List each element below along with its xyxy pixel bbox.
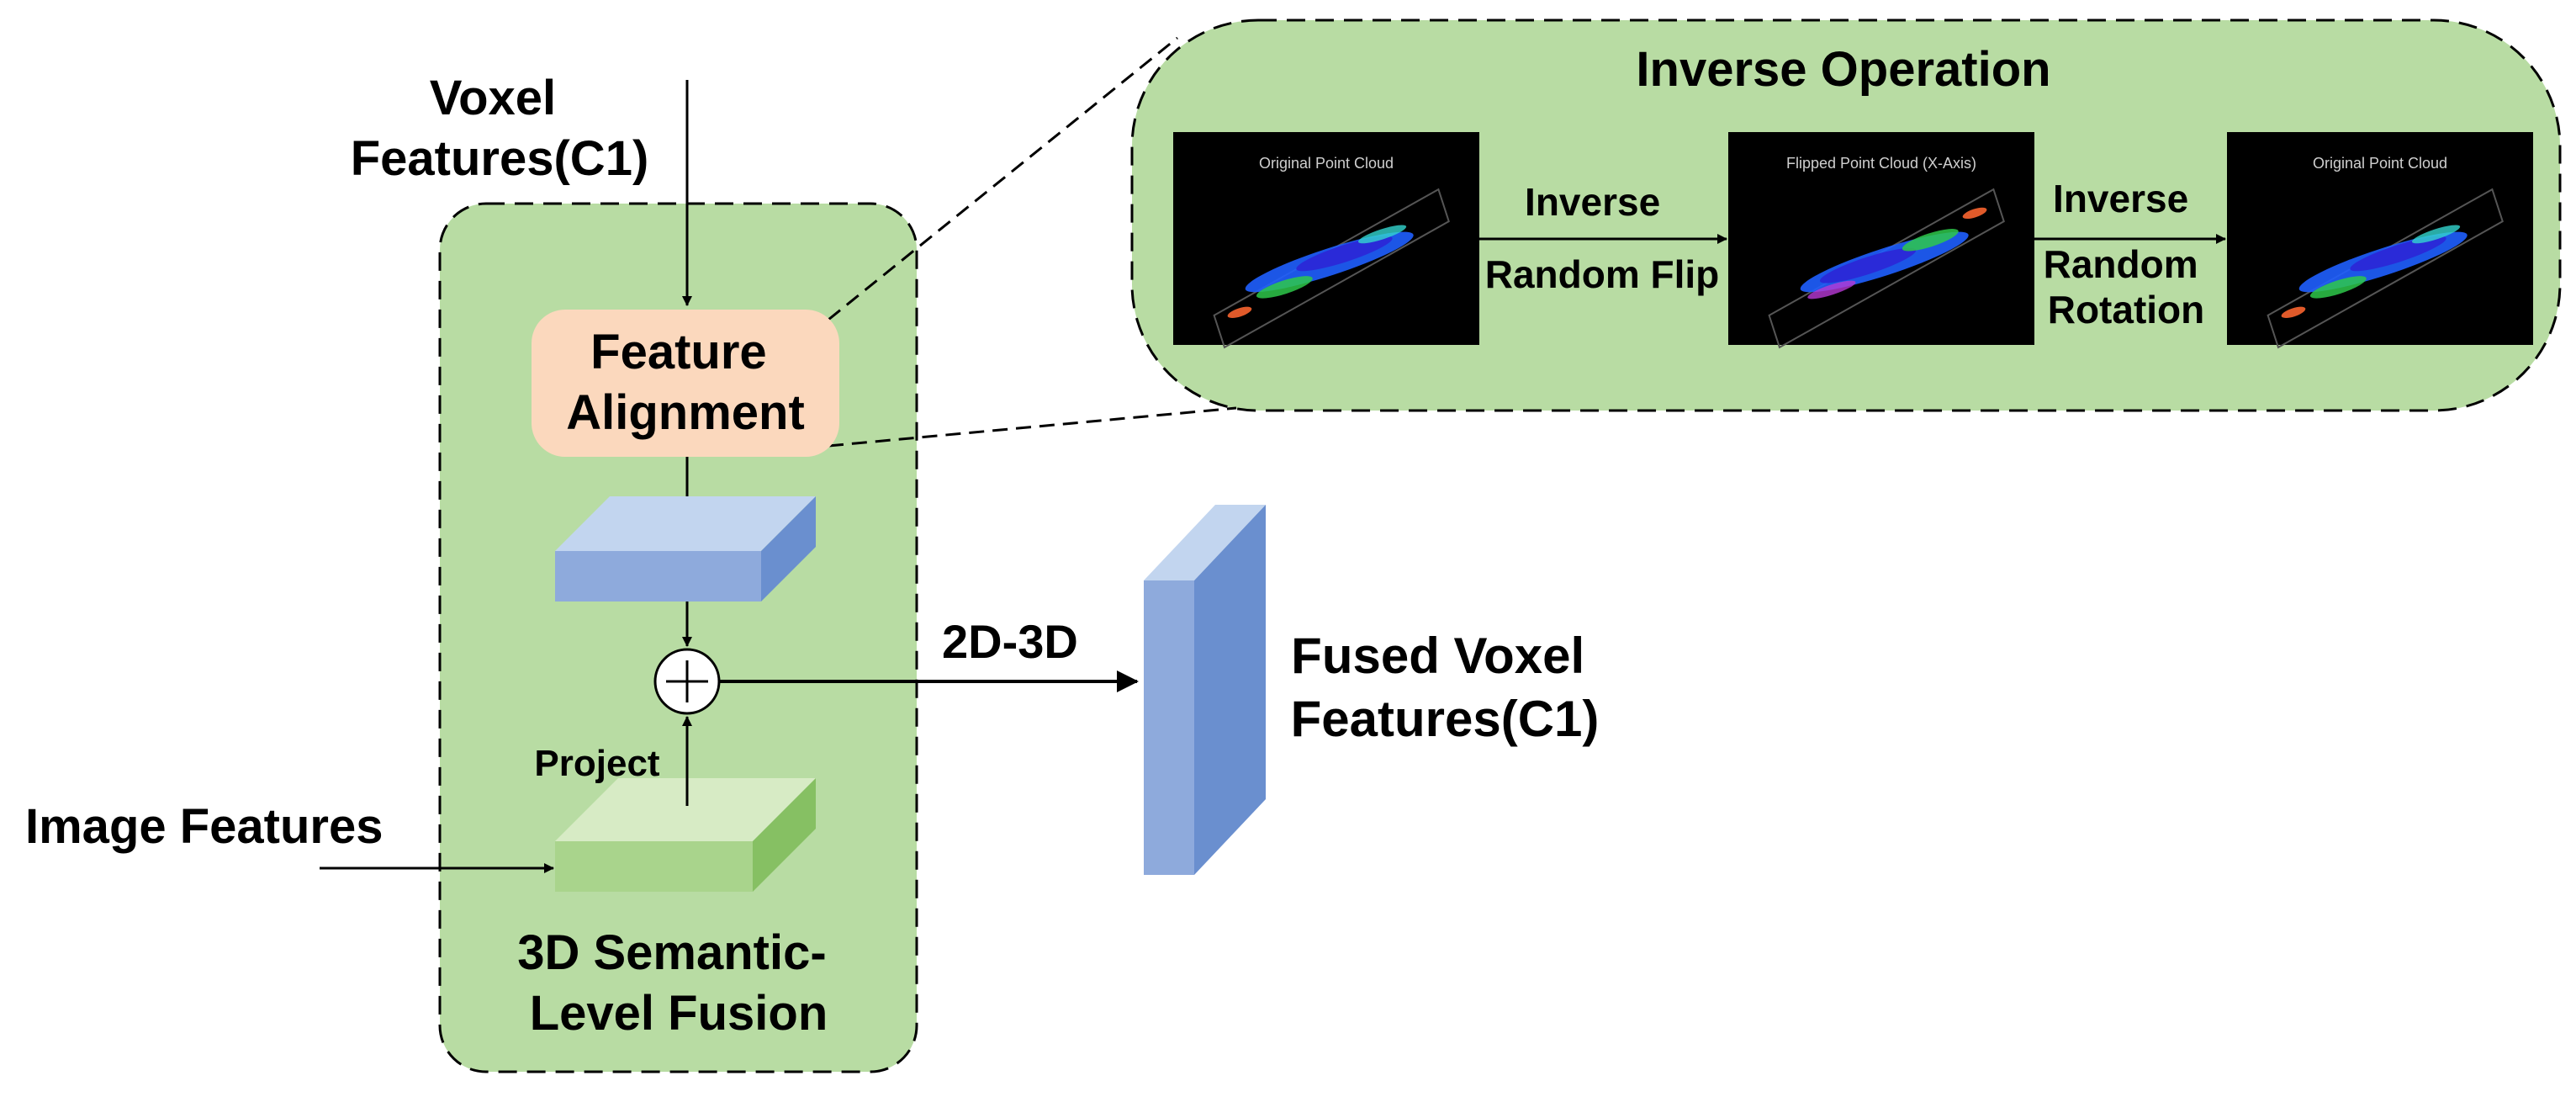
- aligned-voxel-block: [555, 496, 816, 601]
- zoom-connector-bottom: [828, 406, 1237, 448]
- voxel-features-label: Voxel Features(C1): [351, 71, 649, 186]
- inverse-rotation-label: Inverse Random Rotation: [2044, 177, 2209, 331]
- inverse-flip-label: Inverse Random Flip: [1485, 180, 1720, 296]
- pc-title-3: Original Point Cloud: [2313, 155, 2447, 172]
- image-features-label: Image Features: [25, 799, 383, 854]
- point-cloud-render-2: [1768, 188, 2005, 349]
- image-feature-block: [555, 778, 816, 892]
- projection-2d3d-label: 2D-3D: [942, 615, 1078, 668]
- fused-voxel-label: Fused Voxel Features(C1): [1291, 628, 1600, 747]
- flipped-point-cloud-image: Flipped Point Cloud (X-Axis): [1728, 132, 2034, 349]
- inverse-operation-title: Inverse Operation: [1636, 42, 2050, 97]
- feature-alignment-label: Feature Alignment: [566, 325, 805, 440]
- zoom-connector-top: [828, 36, 1178, 321]
- original-point-cloud-image: Original Point Cloud: [1173, 132, 1479, 349]
- project-label: Project: [534, 743, 660, 784]
- semantic-fusion-label: 3D Semantic- Level Fusion: [517, 925, 840, 1041]
- restored-point-cloud-image: Original Point Cloud: [2227, 132, 2533, 349]
- pc-title-2: Flipped Point Cloud (X-Axis): [1786, 155, 1976, 172]
- fused-voxel-block: [1144, 505, 1266, 875]
- point-cloud-render-1: [1213, 188, 1450, 349]
- point-cloud-render-3: [2267, 188, 2504, 349]
- feature-alignment-box: [532, 310, 839, 457]
- pc-title-1: Original Point Cloud: [1259, 155, 1394, 172]
